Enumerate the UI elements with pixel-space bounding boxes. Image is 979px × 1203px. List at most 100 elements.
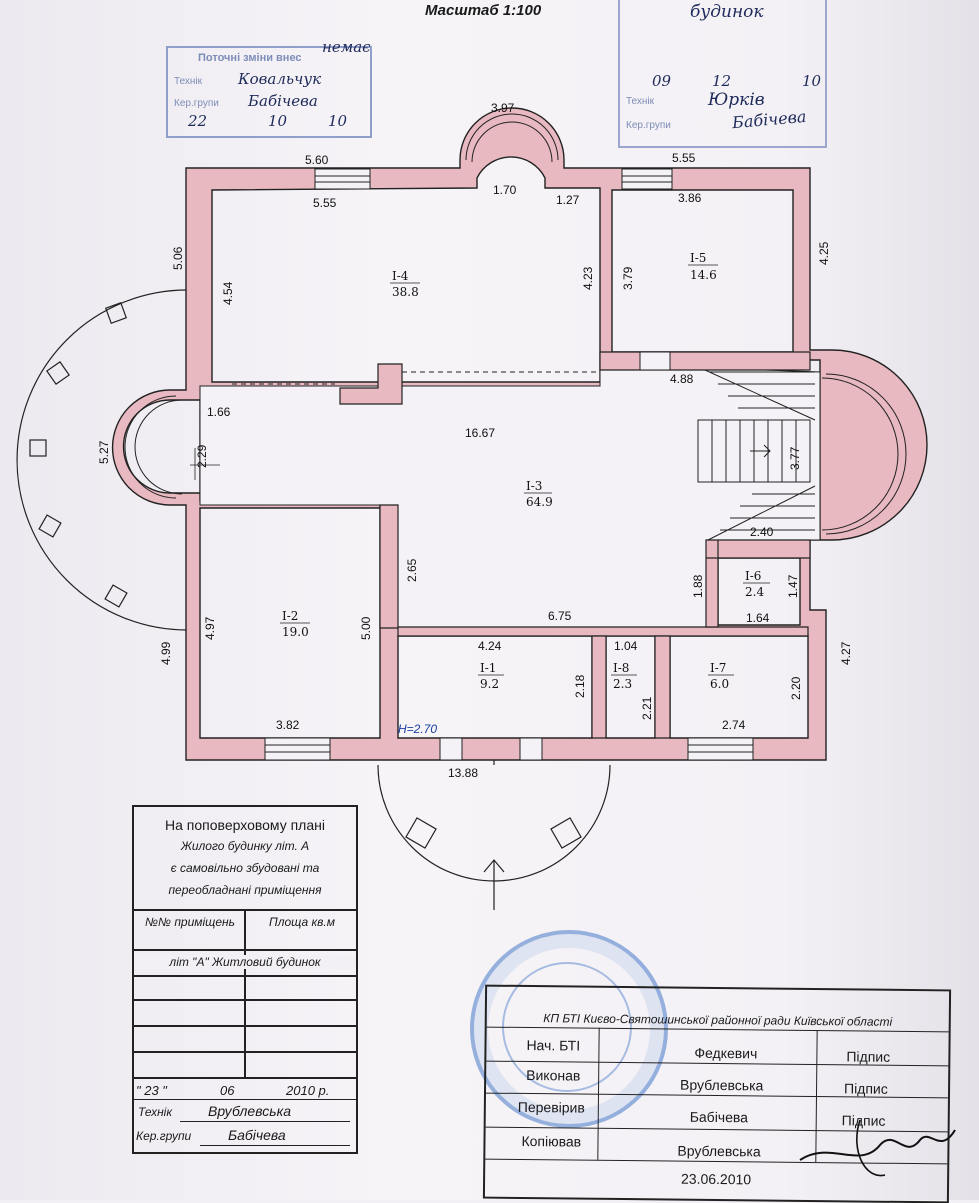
- partition-5: [705, 539, 811, 628]
- partition-2: [379, 504, 399, 629]
- svg-text:2.4: 2.4: [745, 585, 764, 599]
- svg-text:14.6: 14.6: [690, 268, 717, 282]
- room-label-8: I-8 2.3: [611, 661, 637, 691]
- left-stamp-date-y: 10: [328, 112, 348, 130]
- rotunda-lines: [124, 113, 907, 535]
- dim-3-79: 3.79: [621, 266, 635, 290]
- partition-6: [599, 351, 811, 371]
- left-stamp-value2: Бабічева: [248, 92, 318, 110]
- info-row-title: літ "А" Житловий будинок: [134, 955, 356, 969]
- dim-13-88: 13.88: [448, 766, 478, 780]
- dim-5-60: 5.60: [305, 153, 329, 167]
- stamp-date-d: 09: [652, 72, 672, 90]
- official-seal: [470, 930, 668, 1128]
- stamp-date-m: 12: [712, 72, 732, 90]
- info-head-label: Кер.групи: [136, 1129, 192, 1143]
- svg-text:I-8: I-8: [613, 661, 629, 675]
- dim-1-70: 1.70: [493, 183, 517, 197]
- info-head-name: Бабічева: [228, 1127, 286, 1143]
- bti-sign-0: Підпис: [846, 1048, 891, 1065]
- stairs: [697, 369, 816, 541]
- dim-3-97: 3.97: [491, 101, 515, 115]
- dim-2-65: 2.65: [405, 558, 419, 582]
- info-col-rooms: №№ приміщень: [145, 915, 235, 929]
- svg-text:I-1: I-1: [480, 661, 496, 675]
- left-stamp-date-m: 10: [268, 112, 288, 130]
- dim-5-55b: 5.55: [672, 151, 696, 165]
- room-label-7: I-7 6.0: [708, 661, 734, 691]
- dim-5-55a: 5.55: [313, 196, 337, 210]
- info-line-2: Жилого будинку літ. А: [180, 839, 310, 853]
- left-stamp-value1: Ковальчук: [238, 70, 322, 88]
- left-stamp-note: немає: [322, 38, 371, 56]
- left-bay-arc: [16, 289, 188, 631]
- dim-1-47: 1.47: [786, 574, 800, 598]
- info-tech-name: Врублевська: [208, 1103, 291, 1119]
- wall-windows: [264, 168, 754, 761]
- svg-text:19.0: 19.0: [282, 625, 309, 639]
- svg-text:I-7: I-7: [710, 661, 726, 675]
- bti-name-2: Бабічева: [689, 1108, 749, 1126]
- room-label-2: I-2 19.0: [280, 609, 310, 639]
- bti-role-0: Нач. БТІ: [526, 1037, 581, 1054]
- dim-4-99: 4.99: [159, 641, 173, 665]
- central-hall: [199, 367, 821, 629]
- dim-4-25: 4.25: [817, 241, 831, 265]
- room-label-6: I-6 2.4: [743, 569, 770, 599]
- bti-role-3: Копіював: [521, 1132, 582, 1150]
- info-date-month: 06: [220, 1083, 235, 1098]
- bti-name-0: Федкевич: [694, 1044, 758, 1062]
- dim-2-40: 2.40: [750, 525, 774, 539]
- svg-text:I-5: I-5: [690, 251, 706, 265]
- entrance-arrow: [483, 760, 505, 910]
- dim-6-75: 6.75: [548, 609, 572, 623]
- dim-5-00: 5.00: [359, 616, 373, 640]
- dim-1-27: 1.27: [556, 193, 580, 207]
- signature-scribble: [799, 1119, 956, 1177]
- info-line-4: переобладнані приміщення: [168, 883, 322, 897]
- stamp-label-tech: Технік: [626, 96, 655, 107]
- svg-text:9.2: 9.2: [480, 677, 499, 691]
- dim-5-06: 5.06: [171, 246, 185, 270]
- info-tech-label: Технік: [138, 1105, 173, 1119]
- room-label-4: I-4 38.8: [390, 269, 420, 299]
- info-box: На поповерховому плані Жилого будинку лі…: [132, 805, 358, 1154]
- dim-3-77: 3.77: [788, 446, 802, 470]
- dim-1-88: 1.88: [691, 574, 705, 598]
- partition-4: [591, 635, 671, 739]
- svg-text:2.3: 2.3: [613, 677, 632, 691]
- bti-sign-1: Підпис: [843, 1080, 888, 1097]
- left-stamp-label1: Технік: [174, 76, 203, 87]
- svg-text:64.9: 64.9: [526, 495, 553, 509]
- svg-text:38.8: 38.8: [392, 285, 419, 299]
- dim-4-23: 4.23: [581, 266, 595, 290]
- svg-text:I-6: I-6: [745, 569, 761, 583]
- dashed-openings: [205, 371, 600, 506]
- bti-role-2: Перевірив: [517, 1098, 585, 1116]
- dim-2-29: 2.29: [195, 444, 209, 468]
- dim-16-67: 16.67: [465, 426, 495, 440]
- dim-2-74: 2.74: [722, 718, 746, 732]
- left-stamp-title: Поточні зміни внес: [198, 52, 302, 64]
- info-line-1: На поповерховому плані: [165, 817, 325, 833]
- left-stamp: Поточні зміни внес Технік Ковальчук Кер.…: [166, 46, 372, 138]
- room-height: H=2.70: [398, 722, 437, 736]
- info-date-year: 2010 р.: [286, 1083, 330, 1098]
- svg-text:6.0: 6.0: [710, 677, 729, 691]
- svg-text:I-4: I-4: [392, 269, 409, 283]
- partition-3: [397, 626, 809, 637]
- dim-4-88: 4.88: [670, 372, 694, 386]
- svg-text:I-2: I-2: [282, 609, 298, 623]
- dim-2-18: 2.18: [573, 674, 587, 698]
- dim-1-04: 1.04: [614, 639, 638, 653]
- bti-name-3: Врублевська: [677, 1142, 761, 1160]
- dim-3-86: 3.86: [678, 191, 702, 205]
- dim-3-82: 3.82: [276, 718, 300, 732]
- stamp-name1: Юрків: [708, 90, 765, 110]
- dim-4-54: 4.54: [221, 281, 235, 305]
- left-stamp-date-d: 22: [188, 112, 208, 130]
- room-label-1: I-1 9.2: [478, 661, 504, 691]
- right-stamp: будинок Технік Кер.групи 09 12 10 Юрків …: [618, 0, 827, 148]
- room-label-5: I-5 14.6: [688, 251, 718, 282]
